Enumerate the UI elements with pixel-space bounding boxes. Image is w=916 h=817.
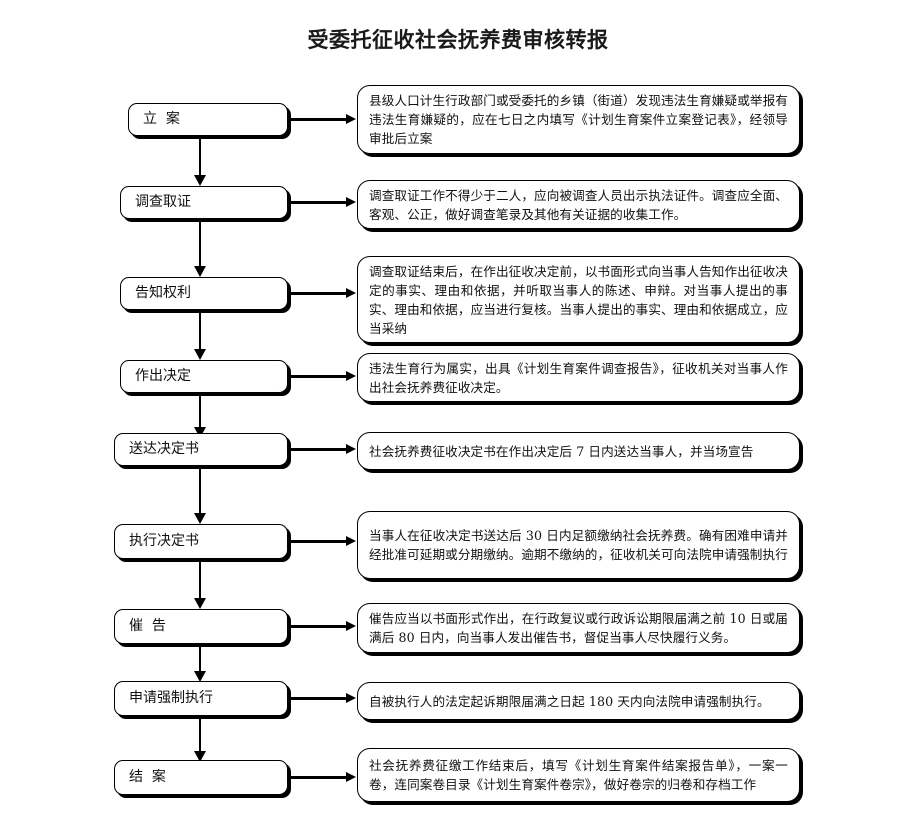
desc-box-1[interactable]: 县级人口计生行政部门或受委托的乡镇（街道）发现违法生育嫌疑或举报有违法生育嫌疑的… bbox=[357, 85, 800, 154]
connector-line bbox=[288, 540, 346, 543]
connector-step-8-to-9 bbox=[188, 716, 212, 762]
desc-box-7[interactable]: 催告应当以书面形式作出，在行政复议或行政诉讼期限届满之前 10 日或届满后 80… bbox=[357, 603, 800, 653]
desc-text-2: 调查取证工作不得少于二人，应向被调查人员出示执法证件。调查应全面、客观、公正，做… bbox=[369, 187, 788, 222]
arrowhead-icon bbox=[346, 621, 356, 631]
desc-text-4: 违法生育行为属实，出具《计划生育案件调查报告》，征收机关对当事人作出社会抚养费征… bbox=[369, 360, 788, 395]
arrowhead-icon bbox=[346, 114, 356, 124]
desc-box-5[interactable]: 社会抚养费征收决定书在作出决定后 7 日内送达当事人，并当场宣告 bbox=[357, 432, 800, 470]
stage-box-2[interactable]: 调查取证 bbox=[120, 186, 288, 219]
connector-line bbox=[288, 697, 346, 700]
desc-box-9[interactable]: 社会抚养费征缴工作结束后，填写《计划生育案件结案报告单》，一案一卷，连同案卷目录… bbox=[357, 748, 800, 802]
connector-stage-to-desc-6 bbox=[288, 524, 356, 559]
connector-line bbox=[198, 559, 202, 598]
stage-box-9[interactable]: 结 案 bbox=[114, 760, 288, 795]
stage-box-8[interactable]: 申请强制执行 bbox=[114, 681, 288, 716]
stage-label-5: 送达决定书 bbox=[129, 441, 199, 458]
connector-step-1-to-2 bbox=[188, 136, 212, 186]
arrowhead-icon bbox=[194, 266, 206, 277]
connector-line bbox=[198, 644, 202, 671]
stage-label-2: 调查取证 bbox=[135, 194, 191, 211]
connector-step-3-to-4 bbox=[188, 310, 212, 360]
connector-line bbox=[198, 466, 202, 513]
stage-label-4: 作出决定 bbox=[135, 368, 191, 385]
arrowhead-icon bbox=[194, 598, 206, 609]
stage-box-4[interactable]: 作出决定 bbox=[120, 360, 288, 393]
stage-label-9: 结 案 bbox=[129, 769, 166, 786]
stage-box-3[interactable]: 告知权利 bbox=[120, 277, 288, 310]
stage-box-1[interactable]: 立 案 bbox=[128, 103, 288, 136]
arrowhead-icon bbox=[346, 693, 356, 703]
desc-box-6[interactable]: 当事人在征收决定书送达后 30 日内足额缴纳社会抚养费。确有困难申请并经批准可延… bbox=[357, 511, 800, 579]
connector-step-7-to-8 bbox=[188, 644, 212, 682]
connector-line bbox=[198, 219, 202, 266]
connector-step-4-to-5 bbox=[188, 393, 212, 438]
desc-text-5: 社会抚养费征收决定书在作出决定后 7 日内送达当事人，并当场宣告 bbox=[369, 443, 754, 459]
arrowhead-icon bbox=[194, 513, 206, 524]
connector-stage-to-desc-1 bbox=[288, 103, 356, 136]
connector-step-2-to-3 bbox=[188, 219, 212, 277]
arrowhead-icon bbox=[194, 349, 206, 360]
stage-box-6[interactable]: 执行决定书 bbox=[114, 524, 288, 559]
connector-step-6-to-7 bbox=[188, 559, 212, 609]
stage-label-7: 催 告 bbox=[129, 618, 166, 635]
connector-line bbox=[198, 393, 202, 427]
arrowhead-icon bbox=[194, 427, 206, 438]
desc-text-3: 调查取证结束后，在作出征收决定前，以书面形式向当事人告知作出征收决定的事实、理由… bbox=[369, 263, 788, 336]
connector-stage-to-desc-3 bbox=[288, 277, 356, 310]
connector-line bbox=[198, 716, 202, 751]
desc-box-3[interactable]: 调查取证结束后，在作出征收决定前，以书面形式向当事人告知作出征收决定的事实、理由… bbox=[357, 256, 800, 343]
stage-label-3: 告知权利 bbox=[135, 285, 191, 302]
connector-line bbox=[288, 118, 346, 121]
connector-stage-to-desc-8 bbox=[288, 681, 356, 716]
arrowhead-icon bbox=[346, 371, 356, 381]
page-title: 受委托征收社会抚养费审核转报 bbox=[307, 27, 609, 52]
arrowhead-icon bbox=[346, 288, 356, 298]
connector-line bbox=[288, 292, 346, 295]
stage-label-8: 申请强制执行 bbox=[129, 690, 213, 707]
desc-box-2[interactable]: 调查取证工作不得少于二人，应向被调查人员出示执法证件。调查应全面、客观、公正，做… bbox=[357, 180, 800, 229]
connector-line bbox=[198, 310, 202, 349]
arrowhead-icon bbox=[346, 772, 356, 782]
arrowhead-icon bbox=[346, 444, 356, 454]
connector-stage-to-desc-9 bbox=[288, 760, 356, 795]
connector-step-5-to-6 bbox=[188, 466, 212, 524]
desc-text-6: 当事人在征收决定书送达后 30 日内足额缴纳社会抚养费。确有困难申请并经批准可延… bbox=[369, 528, 788, 562]
desc-text-7: 催告应当以书面形式作出，在行政复议或行政诉讼期限届满之前 10 日或届满后 80… bbox=[369, 611, 788, 645]
stage-label-6: 执行决定书 bbox=[129, 533, 199, 550]
desc-text-8: 自被执行人的法定起诉期限届满之日起 180 天内向法院申请强制执行。 bbox=[369, 693, 770, 709]
connector-line bbox=[288, 201, 346, 204]
stage-box-5[interactable]: 送达决定书 bbox=[114, 433, 288, 466]
arrowhead-icon bbox=[346, 536, 356, 546]
desc-box-8[interactable]: 自被执行人的法定起诉期限届满之日起 180 天内向法院申请强制执行。 bbox=[357, 682, 800, 720]
stage-label-1: 立 案 bbox=[143, 111, 180, 128]
connector-line bbox=[288, 448, 346, 451]
stage-box-7[interactable]: 催 告 bbox=[114, 609, 288, 644]
arrowhead-icon bbox=[194, 175, 206, 186]
arrowhead-icon bbox=[194, 751, 206, 762]
connector-stage-to-desc-4 bbox=[288, 360, 356, 393]
connector-stage-to-desc-5 bbox=[288, 433, 356, 466]
connector-line bbox=[288, 375, 346, 378]
connector-stage-to-desc-2 bbox=[288, 186, 356, 219]
desc-box-4[interactable]: 违法生育行为属实，出具《计划生育案件调查报告》，征收机关对当事人作出社会抚养费征… bbox=[357, 353, 800, 402]
connector-stage-to-desc-7 bbox=[288, 609, 356, 644]
arrowhead-icon bbox=[194, 671, 206, 682]
arrowhead-icon bbox=[346, 197, 356, 207]
desc-text-1: 县级人口计生行政部门或受委托的乡镇（街道）发现违法生育嫌疑或举报有违法生育嫌疑的… bbox=[369, 93, 788, 146]
desc-text-9: 社会抚养费征缴工作结束后，填写《计划生育案件结案报告单》，一案一卷，连同案卷目录… bbox=[369, 758, 788, 792]
connector-line bbox=[198, 136, 202, 175]
connector-line bbox=[288, 776, 346, 779]
connector-line bbox=[288, 625, 346, 628]
